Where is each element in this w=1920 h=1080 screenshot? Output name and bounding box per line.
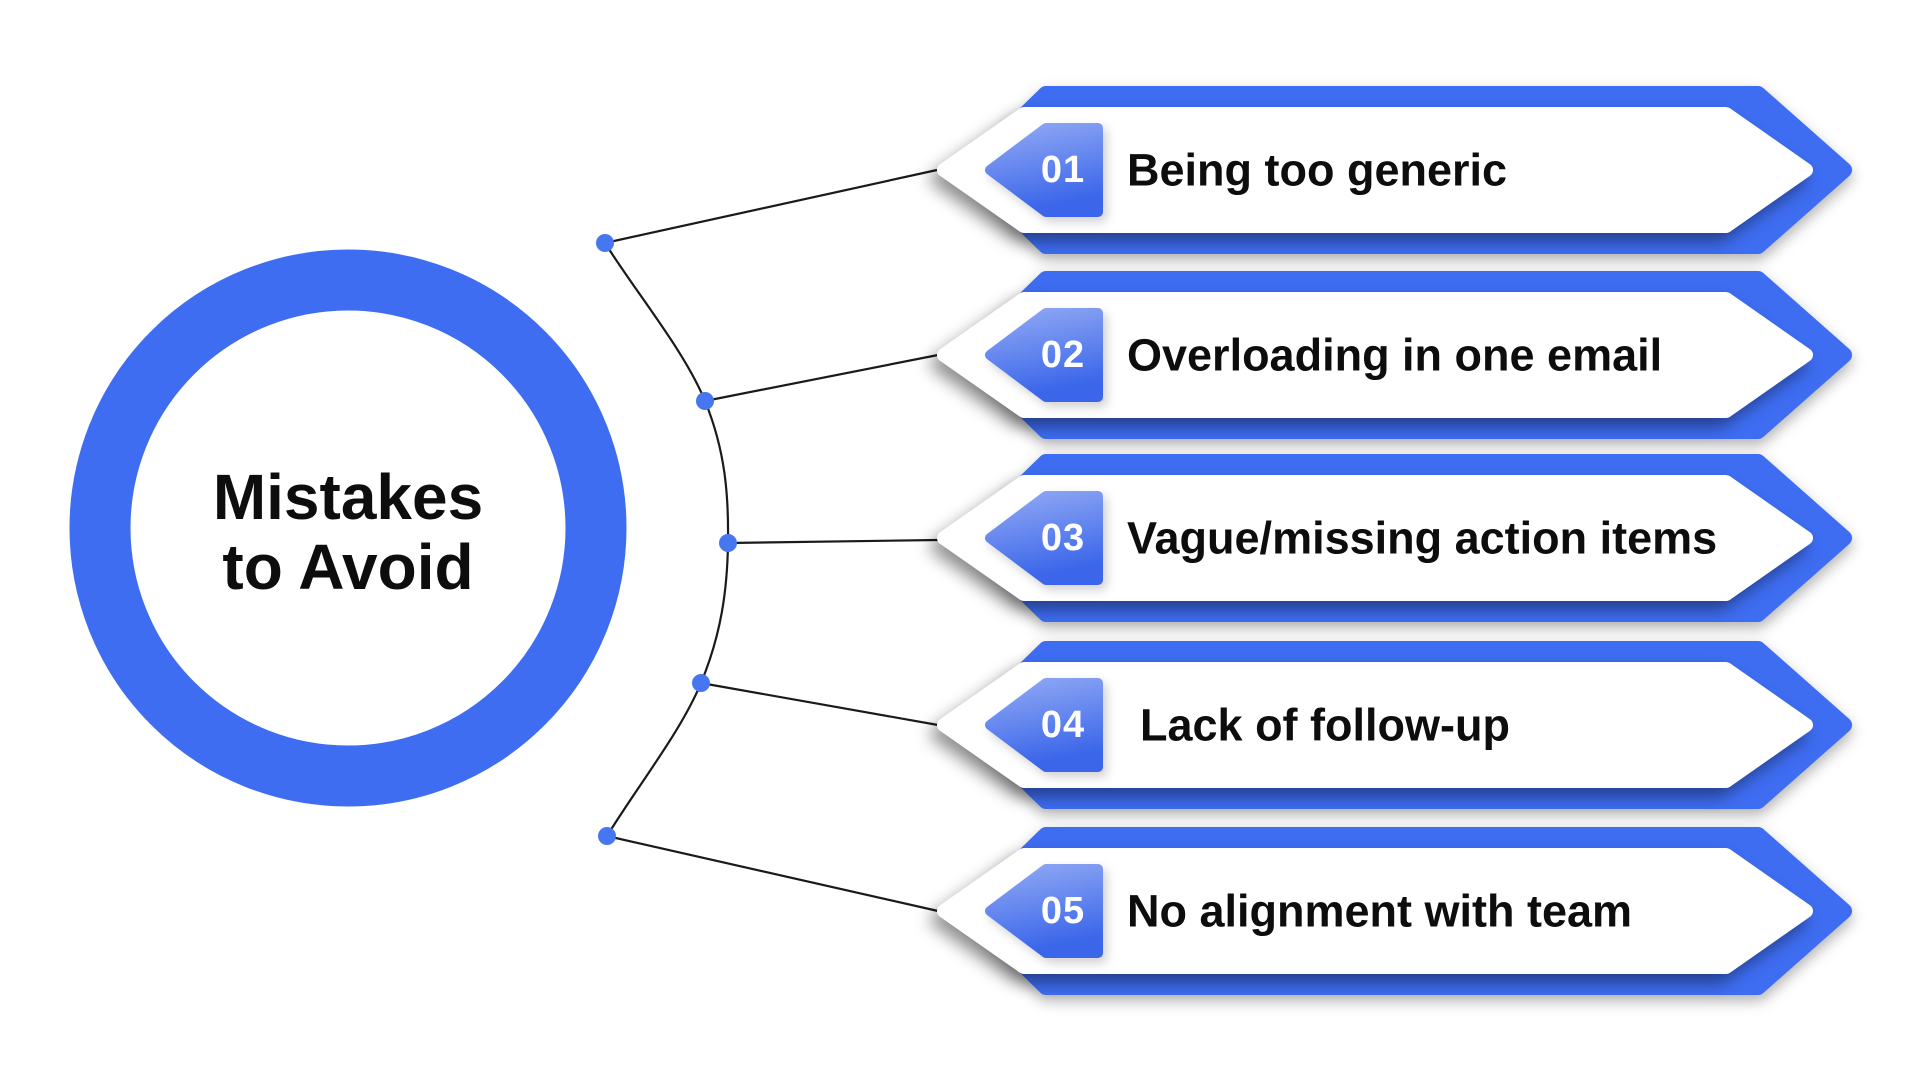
number-badge (985, 123, 1103, 217)
banner-card (937, 848, 1813, 974)
badge-number: 02 (1041, 334, 1085, 376)
banner-label: Vague/missing action items (1127, 513, 1717, 564)
banner-row-2: 02 Overloading in one email (937, 271, 1852, 439)
hub-circle (69, 249, 627, 807)
connector-dot-4 (692, 674, 710, 692)
badge-number: 05 (1041, 890, 1085, 932)
page-title: Mistakes to Avoid (212, 461, 484, 603)
banner-label: Being too generic (1127, 145, 1507, 196)
banner-label: Lack of follow-up (1140, 700, 1510, 751)
banner-card (937, 107, 1813, 233)
banner-card (937, 475, 1813, 601)
banner-row-3: 03 Vague/missing action items (937, 454, 1852, 622)
connector-dot-1 (596, 234, 614, 252)
badge-number: 03 (1041, 517, 1085, 559)
banner-label: Overloading in one email (1127, 330, 1662, 381)
connector-line-4 (700, 681, 939, 727)
connector-dot-2 (696, 392, 714, 410)
connector-line-5 (606, 834, 939, 913)
banner-label: No alignment with team (1127, 886, 1632, 937)
banner-card (937, 662, 1813, 788)
connector-line-3 (727, 538, 939, 545)
number-badge (985, 308, 1103, 402)
banner-row-1: 01 Being too generic (937, 86, 1852, 254)
badge-number: 01 (1041, 149, 1085, 191)
banner-row-5: 05 No alignment with team (937, 827, 1852, 995)
connector-dot-5 (598, 827, 616, 845)
banner-card (937, 292, 1813, 418)
connector-dot-3 (719, 534, 737, 552)
connector-line-1 (604, 168, 938, 245)
number-badge (985, 491, 1103, 585)
badge-number: 04 (1041, 704, 1085, 746)
connector-line-2 (704, 353, 939, 403)
number-badge (985, 864, 1103, 958)
number-badge (985, 678, 1103, 772)
banner-row-4: 04 Lack of follow-up (937, 641, 1852, 809)
